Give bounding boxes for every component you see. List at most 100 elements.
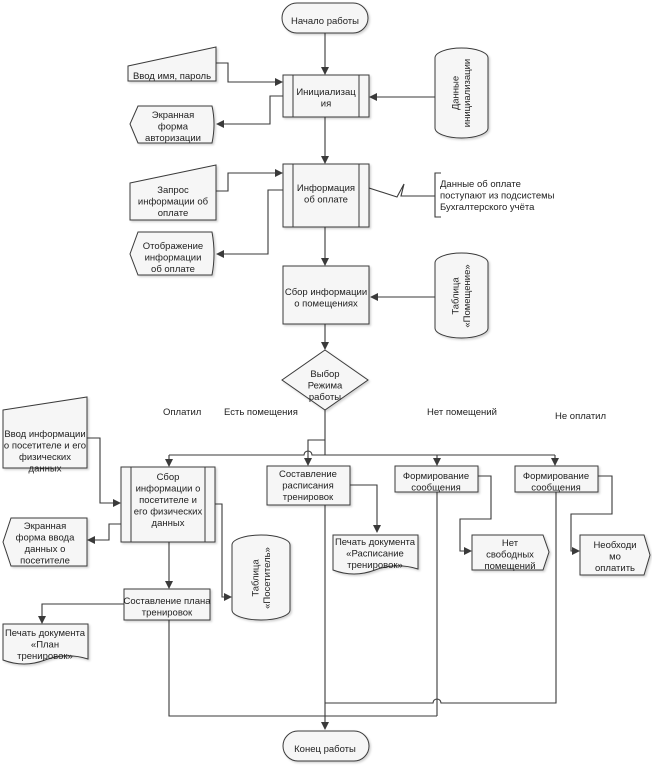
visitor-table-label: Таблица«Посетитель» (250, 547, 273, 609)
end-terminator (282, 730, 370, 762)
edge-mode-schedule (304, 439, 325, 466)
label-line: ия (321, 99, 331, 110)
label-line: о посетителе и его (4, 441, 86, 452)
rooms-table-storage (434, 252, 489, 339)
label-line: Выбор (310, 369, 339, 380)
edge-bus (169, 450, 555, 456)
edge-label-paid: Оплатил (163, 407, 201, 418)
label-line: физических (19, 452, 71, 463)
label-line: Экранная (152, 110, 194, 121)
edge-vcollect-vtable (215, 503, 232, 601)
label-line: Данные об оплате (440, 179, 521, 190)
label-line: Отображение (143, 241, 203, 252)
msg-pay-process (514, 465, 599, 493)
edge-msgpay-needpay (570, 475, 613, 555)
label-line: Информация (297, 183, 355, 194)
label-line: расписания (282, 481, 334, 492)
label-line: Таблица (250, 559, 261, 597)
label-line: мо (609, 552, 621, 563)
edge-label-rooms-no: Нет помещений (427, 407, 497, 418)
label-line: форма (158, 122, 189, 133)
label-line: об оплате (304, 195, 348, 206)
rooms-table-label: Таблица«Помещение» (450, 264, 473, 327)
label-line: Таблица (450, 277, 461, 315)
label-line: информации о (136, 484, 201, 495)
label-line: Запрос (157, 185, 189, 196)
schedule-process (266, 465, 351, 506)
label-line: Необходи (593, 540, 636, 551)
label-line: свободных (486, 550, 534, 561)
start-terminator (281, 2, 369, 34)
label-line: его физических (134, 507, 203, 518)
label-line: Нет (502, 538, 519, 549)
label-line: информации (145, 253, 202, 264)
edge-msgpay-join (325, 492, 557, 704)
mode-choice-decision (281, 349, 369, 411)
training-plan-process (123, 588, 211, 621)
end-label: Конец работы (294, 744, 356, 755)
label-line: Ввод информации (4, 429, 85, 440)
label-line: Бухгалтерского учёта (440, 202, 535, 213)
rooms-collect-process (282, 265, 370, 325)
label-line: Составление (279, 469, 337, 480)
label-line: «Посетитель» (262, 547, 273, 609)
label-line: Формирование (403, 471, 469, 482)
payment-info-process (282, 163, 370, 228)
label-line: данных (29, 464, 62, 475)
login-input-label: Ввод имя, пароль (133, 71, 211, 82)
label-line: работы (309, 392, 341, 403)
label-line: Экранная (24, 521, 66, 532)
init-data-label: Данныеинициализации (450, 59, 473, 127)
label-line: посетителе и (139, 495, 197, 506)
label-line: Инициализац (296, 87, 356, 98)
edge-login-init (216, 62, 283, 86)
label-line: оплатить (595, 563, 635, 574)
label-line: Ввод имя, пароль (133, 71, 211, 82)
label-line: сообщения (531, 483, 581, 494)
label-line: Формирование (523, 471, 589, 482)
edges (38, 33, 613, 730)
label-line: тренировок» (347, 560, 403, 571)
payment-display (129, 231, 215, 276)
visitor-input-manual-input (2, 396, 88, 469)
edge-schedule-print (350, 484, 381, 533)
edge-init-authscreen (216, 95, 283, 128)
visitor-collect-process (120, 466, 216, 543)
label-line: помещений (484, 561, 535, 572)
label-line: Сбор (157, 472, 180, 483)
edge-vinput-vcollect (87, 437, 121, 507)
label-line: Начало работы (291, 16, 359, 27)
label-line: Печать документа (5, 628, 86, 639)
edge-payment-display (216, 189, 283, 258)
label-line: Сбор информации (285, 287, 367, 298)
auth-screen-display (129, 105, 215, 144)
label-line: Составление плана (123, 596, 211, 607)
msg-rooms-process (394, 465, 479, 493)
edge-note-bracket (434, 172, 441, 218)
edge-plan-end (168, 620, 437, 717)
label-line: информации об (138, 197, 209, 208)
edge-label-rooms-yes: Есть помещения (224, 407, 298, 418)
no-rooms-display (471, 534, 550, 571)
label-line: посетителе (20, 556, 70, 567)
label-line: тренировок (283, 492, 334, 503)
start-label: Начало работы (291, 16, 359, 27)
edge-label-not-paid: Не оплатил (555, 411, 606, 422)
